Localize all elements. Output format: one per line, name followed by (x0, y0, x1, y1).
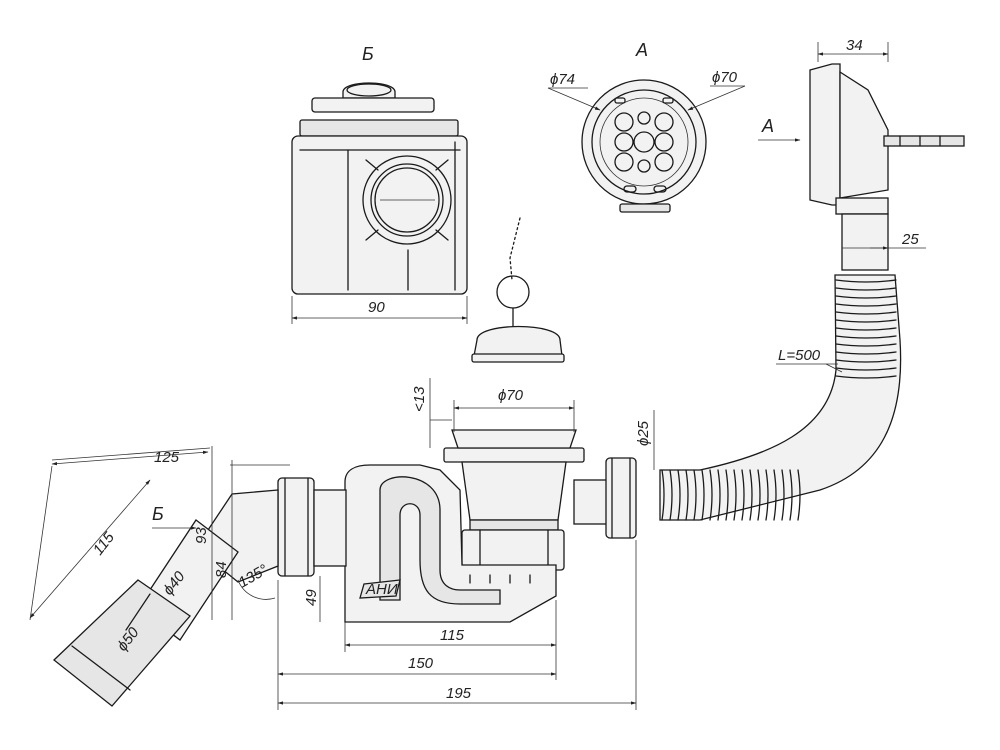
dim-90: 90 (368, 299, 385, 316)
hose-rib (835, 359, 897, 363)
arrow-b-label: Б (152, 504, 164, 524)
hose-rib (835, 375, 897, 379)
hose-rib (835, 295, 897, 299)
dim-115: 115 (440, 627, 465, 644)
hose-rib (749, 469, 753, 521)
hose-rib (797, 469, 801, 521)
hose-rib (835, 319, 897, 323)
hose-rib (835, 351, 897, 355)
hose-rib (835, 343, 897, 347)
hose-rib (709, 469, 713, 521)
siphon-assembly: АНИ (53, 429, 637, 707)
view-a-label: А (635, 40, 648, 60)
dim-195: 195 (446, 685, 472, 702)
corrugated-hose (659, 274, 902, 521)
hose-rib (669, 469, 673, 521)
dim-150: 150 (408, 655, 434, 672)
dim-13: <13 (411, 386, 428, 412)
dim-25: 25 (901, 231, 919, 248)
hose-rib (733, 469, 737, 521)
hose-rib (693, 469, 697, 521)
logo-text: АНИ (365, 581, 398, 598)
plug-with-chain (471, 217, 565, 363)
dim-70-mid: ϕ70 (498, 387, 524, 404)
hose-rib (677, 469, 681, 521)
dim-49: 49 (303, 589, 320, 606)
hose-rib (773, 469, 777, 521)
dim-25-side: ϕ25 (635, 420, 652, 446)
dim-93: 93 (193, 527, 210, 544)
view-b-overflow-block (291, 82, 468, 295)
arrow-a-label: А (761, 116, 774, 136)
hose-rib (835, 279, 897, 283)
dim-115-diag: 115 (90, 529, 119, 559)
brand-logo: АНИ (359, 579, 401, 599)
hose-rib (765, 469, 769, 521)
hose-rib (835, 327, 897, 331)
hose-rib (789, 469, 793, 521)
hose-rib (741, 469, 745, 521)
hose-rib (835, 335, 897, 339)
dim-70-top: ϕ70 (712, 69, 738, 86)
hose-rib (835, 287, 897, 291)
hose-rib (717, 469, 721, 521)
dim-84: 84 (213, 561, 230, 578)
hose-rib (701, 469, 705, 521)
dim-34: 34 (846, 37, 863, 54)
hose-rib (725, 469, 729, 521)
hose-rib (835, 367, 897, 371)
hose-rib (757, 469, 761, 521)
view-a-grate (581, 79, 707, 213)
view-b-label: Б (362, 44, 374, 64)
hose-rib (685, 469, 689, 521)
overflow-fitting-side (809, 63, 965, 271)
dim-l500: L=500 (778, 347, 821, 364)
labels: Б А А Б 90 ϕ74 ϕ70 34 25 L=500 <13 ϕ70 ϕ… (90, 37, 920, 702)
dim-125: 125 (154, 449, 180, 466)
hose-rib (835, 311, 897, 315)
hose-rib (781, 469, 785, 521)
dim-74: ϕ74 (550, 71, 575, 88)
hose-rib (661, 469, 665, 521)
dimension-lines (29, 42, 926, 710)
hose-rib (835, 303, 897, 307)
